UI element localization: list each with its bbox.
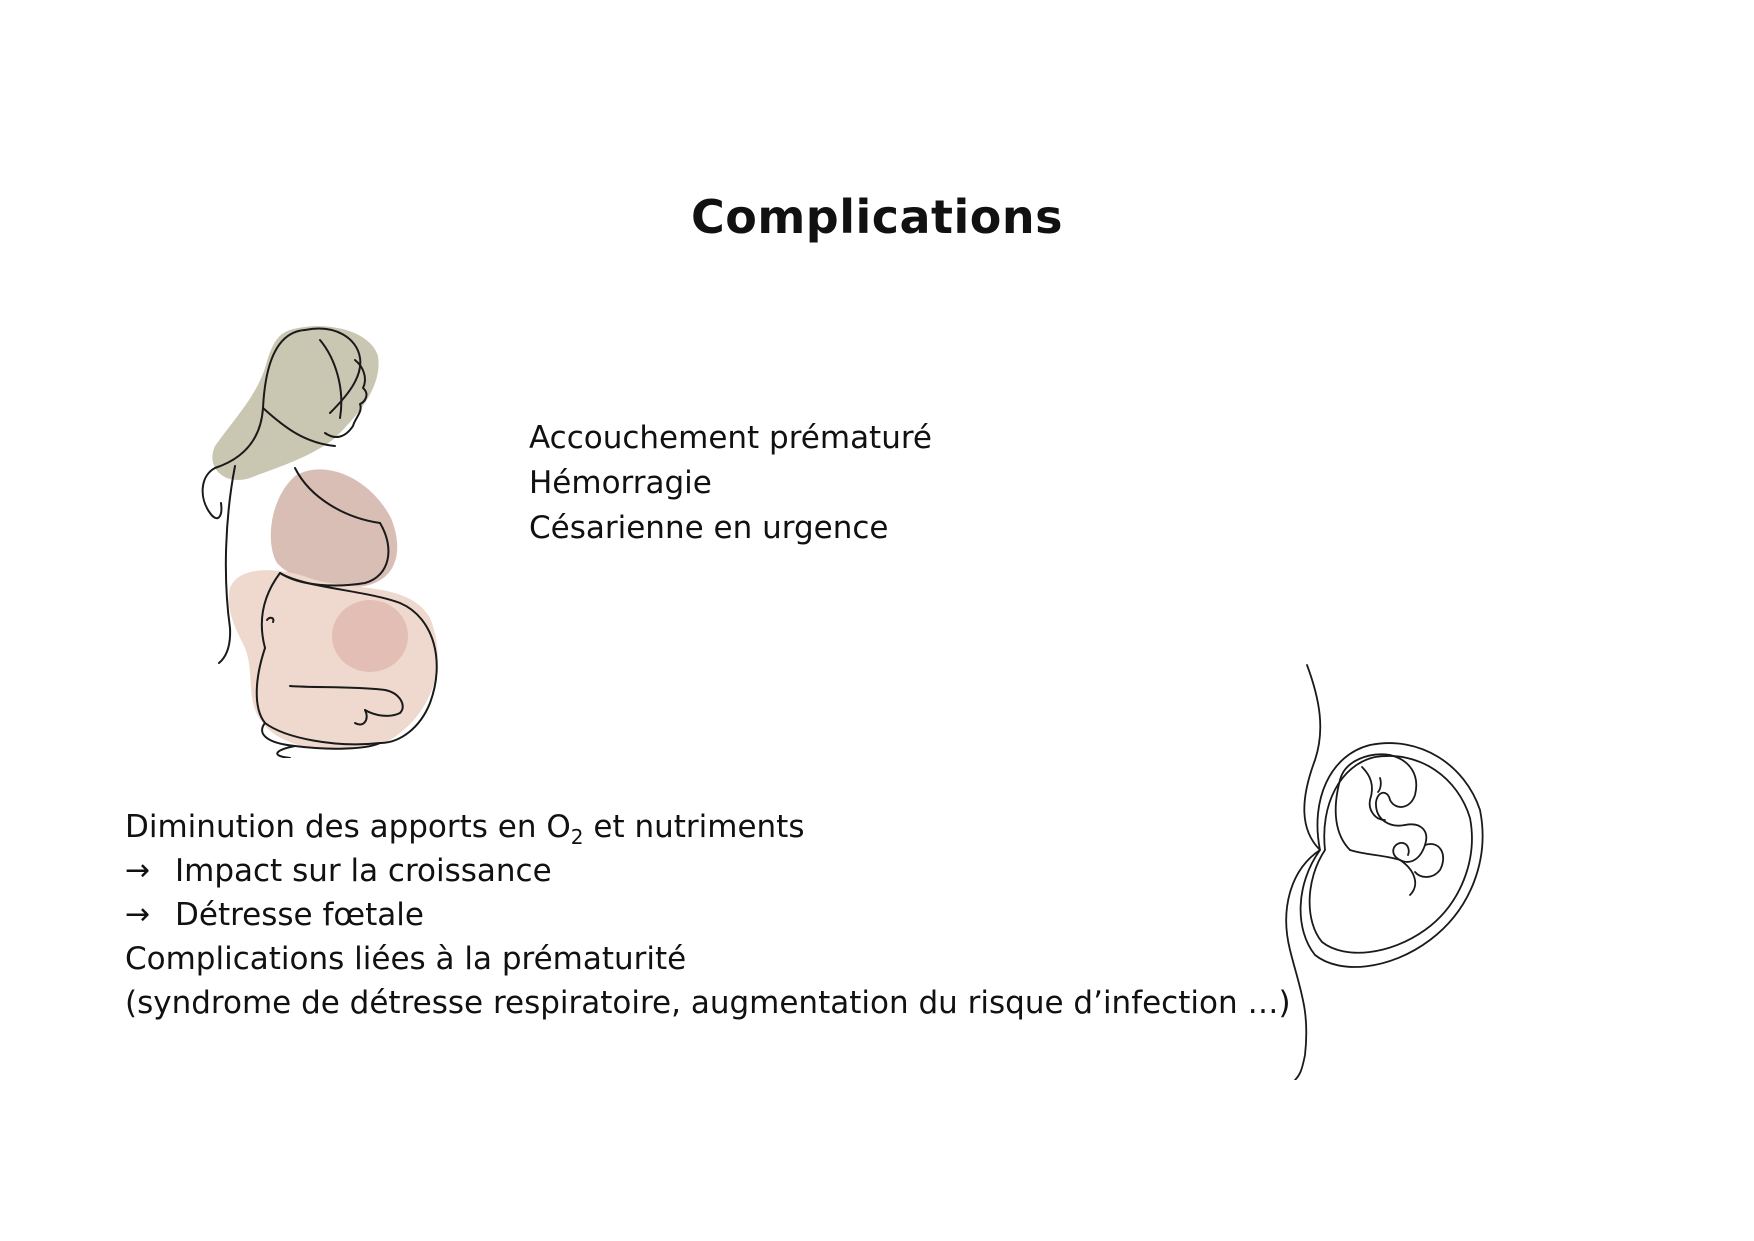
arrow-right-icon: → — [125, 853, 151, 888]
pregnant-woman-illustration — [201, 326, 438, 758]
hair-blob — [212, 326, 379, 480]
oxygen-subscript: 2 — [570, 825, 584, 850]
list-item: Hémorragie — [529, 465, 712, 501]
list-item-prematurity: Complications liées à la prématurité — [125, 941, 687, 977]
oxygen-text-after: et nutriments — [583, 809, 805, 845]
arrow-right-icon: → — [125, 897, 151, 932]
distress-text: Détresse fœtale — [175, 897, 424, 933]
skin-blob — [228, 570, 438, 751]
list-item-distress: → Détresse fœtale — [125, 893, 1291, 937]
list-item-prematurity-details: (syndrome de détresse respiratoire, augm… — [125, 985, 1291, 1021]
list-item-oxygen: Diminution des apports en O2 et nutrimen… — [125, 805, 1291, 849]
oxygen-text-before: Diminution des apports en O — [125, 809, 571, 845]
list-item: Accouchement prématuré — [529, 420, 932, 456]
fetus-illustration — [1285, 664, 1484, 1080]
list-item: Césarienne en urgence — [529, 510, 889, 546]
list-item-growth: → Impact sur la croissance — [125, 849, 1291, 893]
growth-text: Impact sur la croissance — [175, 853, 552, 889]
fetal-complications-list: Diminution des apports en O2 et nutrimen… — [125, 805, 1291, 1025]
belly-accent — [332, 600, 408, 672]
page-title: Complications — [690, 190, 1064, 244]
maternal-complications-list: Accouchement prématuré Hémorragie Césari… — [529, 416, 932, 551]
top-blob — [270, 469, 398, 588]
